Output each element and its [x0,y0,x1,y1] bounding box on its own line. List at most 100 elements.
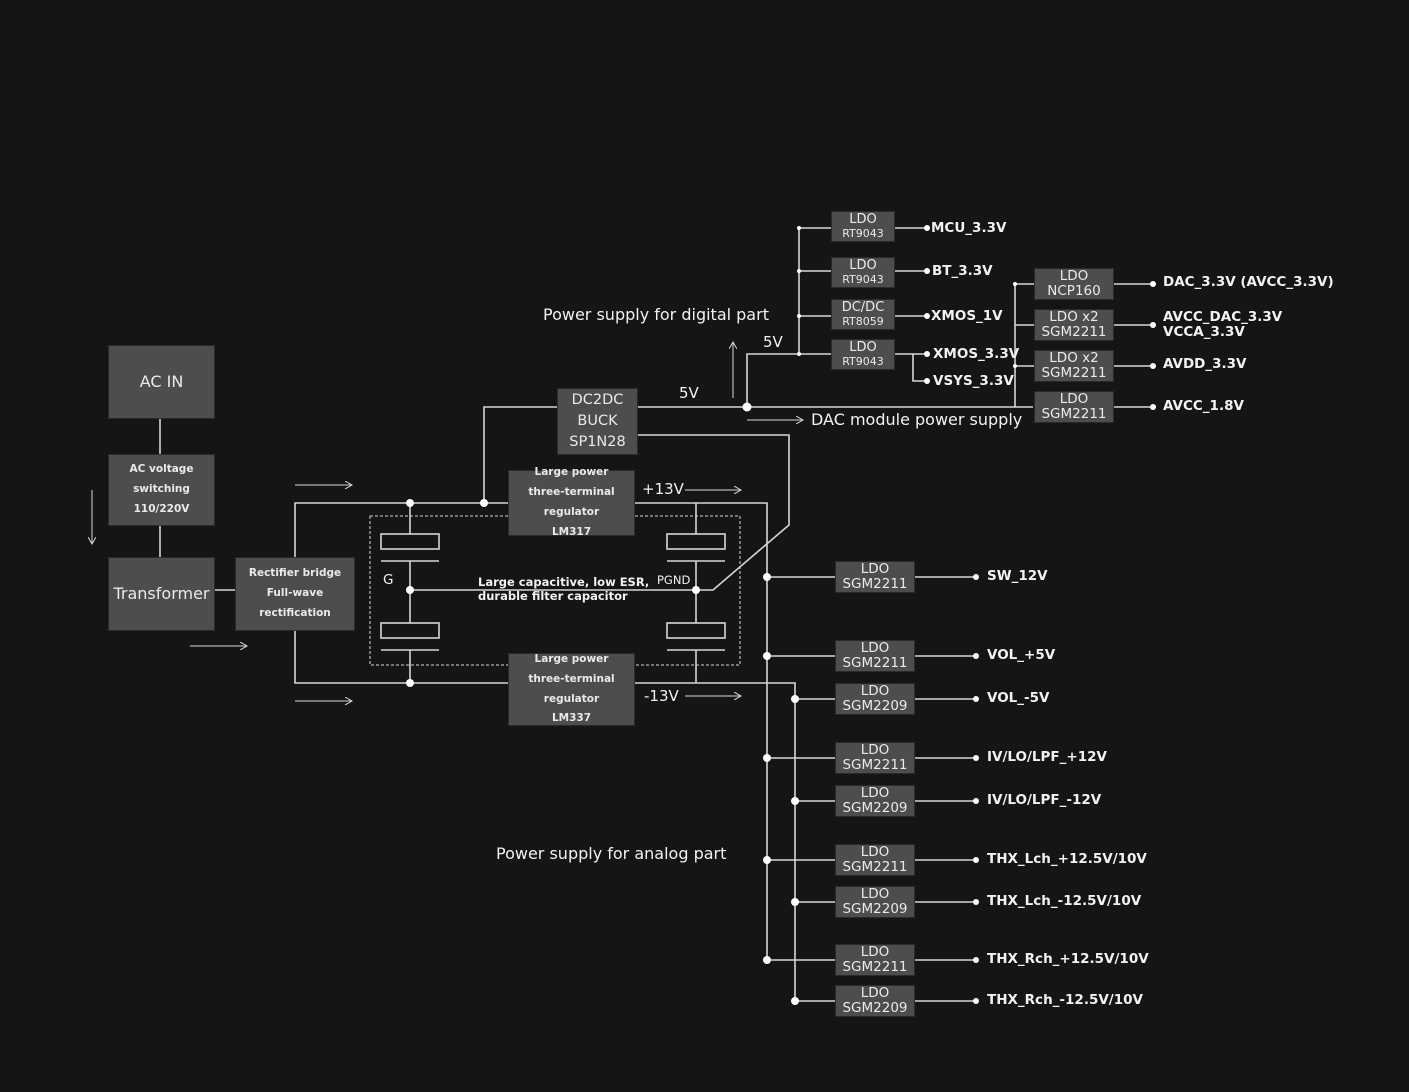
capacitor-right-bottom [666,622,726,639]
regulator-type: LDO [860,683,890,700]
terminal-dot [973,957,979,963]
ac-switch-line1: AC voltage switching [129,463,194,496]
analog-section-title: Power supply for analog part [496,844,727,863]
transformer-label: Transformer [113,584,210,604]
terminal-dot [973,798,979,804]
neg-13v-label: -13V [644,687,679,705]
regulator-type: LDO [1059,268,1089,285]
junction-dot [763,754,771,762]
output-rail-label: VOL_-5V [987,690,1050,706]
terminal-dot [973,653,979,659]
regulator-part: SGM2211 [1041,365,1107,381]
junction-dot [797,314,801,318]
regulator-part: SGM2211 [1041,406,1107,422]
junction-dot [791,797,799,805]
junction-dot [742,402,752,412]
regulator-part: SGM2211 [1041,324,1107,340]
regulator-type: LDO x2 [1049,309,1099,326]
output-rail-label: IV/LO/LPF_+12V [987,749,1107,765]
output-rail-label: THX_Lch_-12.5V/10V [987,893,1142,909]
terminal-dot [973,696,979,702]
regulator-part: RT8059 [842,314,884,328]
capacitor-left-bottom [380,622,440,639]
junction-dot [791,997,799,1005]
regulator-part: SGM2211 [842,576,908,592]
output-rail-label: THX_Rch_+12.5V/10V [987,951,1149,967]
dc2dc-block: DC2DC BUCK SP1N28 [557,388,638,455]
output-rail-label: AVCC_DAC_3.3V [1163,309,1283,325]
digital-section-title: Power supply for digital part [543,305,769,324]
ac-in-block: AC IN [108,345,215,419]
junction-dot [692,586,700,594]
junction-dot [797,269,801,273]
output-rail-label: AVCC_1.8V [1163,398,1244,414]
dc2dc-line2: BUCK [577,412,618,429]
output-rail-label: VSYS_3.3V [933,373,1014,389]
terminal-dot [924,268,930,274]
wire-pos13-out [634,502,768,960]
output-rail-label: MCU_3.3V [931,220,1007,236]
lm317-line1: Large power [534,466,609,479]
dc2dc-line1: DC2DC [571,391,624,408]
junction-dot [797,226,801,230]
wire-neg-bus [294,630,508,684]
terminal-dot [973,998,979,1004]
regulator-type: LDO [849,258,877,274]
pgnd-label: PGND [657,573,691,587]
lm337-line1: Large power [534,652,609,665]
regulator-type: LDO [860,886,890,903]
terminal-dot [924,225,930,231]
terminal-dot [1150,322,1156,328]
filter-caption-line1: Large capacitive, low ESR, [478,575,650,589]
wire-pos-bus [294,502,508,557]
ac-in-label: AC IN [139,372,184,392]
regulator-part: SGM2209 [842,800,908,816]
digital-5v-label: 5V [763,333,783,351]
regulator-type: DC/DC [841,300,885,316]
lm337-line3: LM337 [551,712,592,725]
junction-dot [763,856,771,864]
regulator-part: SGM2209 [842,901,908,917]
ground-label: G [383,572,394,588]
terminal-dot [1150,363,1156,369]
output-rail-label: BT_3.3V [932,263,993,279]
regulator-type: LDO [860,985,890,1002]
regulator-type: LDO [849,212,877,228]
terminal-dot [924,313,930,319]
rectifier-line2: Full-wave rectification [259,587,331,619]
regulator-part: RT9043 [842,354,884,368]
terminal-dot [973,755,979,761]
pos-13v-label: +13V [642,480,684,498]
output-rail-label: XMOS_3.3V [933,346,1020,362]
regulator-type: LDO [860,742,890,759]
regulator-part: SGM2209 [842,698,908,714]
lm317-line3: LM317 [551,525,592,538]
junction-dot [763,573,771,581]
junction-dot [1013,364,1017,368]
regulator-type: LDO [860,640,890,657]
terminal-dot [1150,404,1156,410]
output-rail-label: IV/LO/LPF_-12V [987,792,1102,808]
filter-caption-line2: durable filter capacitor [478,589,628,603]
output-rail-label: XMOS_1V [931,308,1003,324]
regulator-part: RT9043 [842,226,884,240]
lm317-block: Large power three-terminal regulator LM3… [508,466,635,538]
regulator-type: LDO [860,844,890,861]
capacitor-right-top [666,533,726,550]
regulator-type: LDO [860,561,890,578]
wire-ground [410,434,790,591]
dc2dc-5v-label: 5V [679,384,699,402]
regulator-part: SGM2211 [842,757,908,773]
dac-section-title: DAC module power supply [811,410,1023,429]
junction-dot [797,352,801,356]
